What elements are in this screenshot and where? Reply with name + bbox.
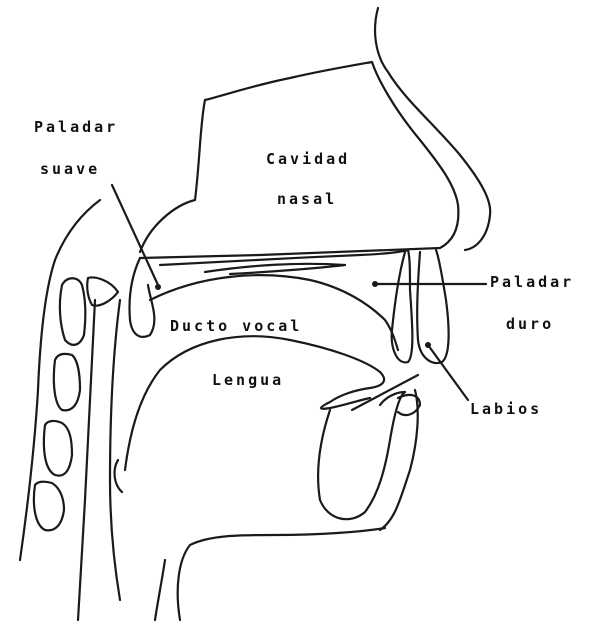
label-paladar-duro-line2: duro — [506, 315, 554, 333]
pharynx-front-wall — [110, 300, 120, 600]
vertebra-4 — [44, 421, 72, 476]
spinal-line — [78, 300, 95, 620]
upper-palate-curve — [150, 275, 398, 350]
upper-lip — [417, 250, 448, 363]
epiglottis — [115, 460, 122, 492]
neck-front — [178, 528, 385, 620]
label-labios: Labios — [470, 400, 542, 418]
upper-incisor — [392, 250, 413, 362]
label-cavidad-line2: nasal — [277, 190, 337, 208]
label-cavidad-line1: Cavidad — [266, 150, 350, 168]
marker-labios — [425, 342, 431, 348]
nose-profile — [375, 8, 490, 250]
label-paladar-suave-line1: Paladar — [34, 118, 118, 136]
label-paladar-duro-line1: Paladar — [490, 273, 574, 291]
tongue-outline — [125, 336, 384, 470]
marker-paladar-suave — [155, 284, 161, 290]
label-lengua: Lengua — [212, 371, 284, 389]
pharynx-back-wall — [20, 200, 100, 560]
label-ducto-vocal: Ducto vocal — [170, 317, 302, 335]
hard-palate-spur — [205, 264, 345, 274]
neck-back — [155, 560, 165, 620]
label-paladar-suave-line2: suave — [40, 160, 100, 178]
vertebra-2 — [87, 278, 118, 306]
vertebra-5 — [34, 482, 64, 531]
lower-jaw — [318, 392, 405, 519]
marker-paladar-duro — [372, 281, 378, 287]
vertebra-3 — [54, 354, 80, 410]
vertebra-1 — [60, 278, 85, 345]
